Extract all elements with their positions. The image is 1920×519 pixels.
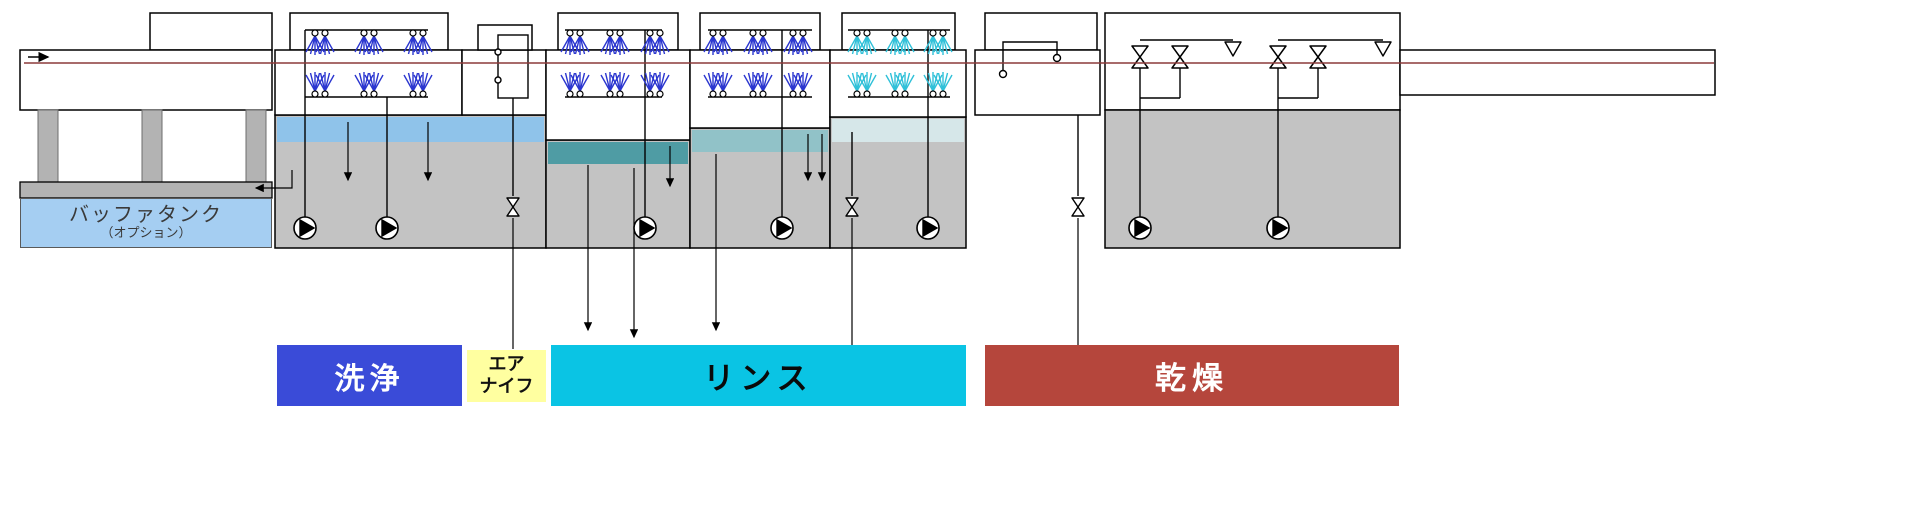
transfer-hood (984, 12, 1098, 51)
valve-icon (1071, 197, 1085, 217)
pump-icon (293, 216, 317, 240)
air-nozzle-icon (1052, 53, 1062, 63)
transfer-section (974, 12, 1101, 349)
air-nozzle-icon (998, 69, 1008, 79)
stand-leg (37, 109, 59, 183)
blower-icon (1266, 216, 1290, 240)
air-knife-section (461, 24, 547, 349)
exit-belt (1399, 49, 1716, 96)
rinse3-section (829, 12, 967, 349)
rinse2-water (692, 130, 828, 152)
zone-label-rinse-text: リンス (703, 361, 814, 396)
dry-section (1104, 12, 1401, 249)
air-nozzle-icon (494, 48, 502, 56)
pump-icon (633, 216, 657, 240)
zone-label-air-knife-line1: エア (488, 354, 525, 375)
buffer-tank-subtitle: （オプション） (100, 225, 192, 241)
dry-tank (1104, 109, 1401, 249)
rinse2-section (689, 12, 831, 332)
air-nozzle-icon (494, 76, 502, 84)
stand-plate (19, 181, 273, 199)
rinse3-chamber (829, 49, 967, 118)
dry-piping (1139, 39, 1383, 217)
zone-label-wash-text: 洗浄 (334, 362, 405, 396)
buffer-tank: バッファタンク （オプション） (20, 198, 272, 248)
zone-label-air-knife-line2: ナイフ (479, 376, 534, 396)
zone-label-air-knife: エア ナイフ (467, 350, 546, 402)
entrance-section (19, 12, 273, 199)
rinse3-water (832, 119, 964, 142)
pump-icon (916, 216, 940, 240)
stand-leg (245, 109, 267, 183)
wash-tank-water (277, 117, 544, 142)
zone-label-dry: 乾燥 (985, 345, 1399, 406)
blower-icon (1128, 216, 1152, 240)
pump-icon (770, 216, 794, 240)
entrance-belt (19, 49, 273, 111)
buffer-return-arrow (254, 170, 293, 193)
wash-section (254, 12, 547, 249)
transfer-piping (998, 41, 1079, 349)
buffer-tank-title: バッファタンク (69, 204, 223, 227)
stand-leg (141, 109, 163, 183)
pump-icon (375, 216, 399, 240)
transfer-chamber (974, 49, 1101, 116)
zone-label-wash: 洗浄 (277, 345, 462, 406)
zone-label-rinse: リンス (551, 345, 966, 406)
air-knife-chamber (461, 49, 547, 116)
rinse1-water (548, 142, 688, 164)
rinse2-chamber (689, 49, 831, 129)
dry-chamber (1104, 12, 1401, 111)
air-knife-hood (477, 24, 533, 51)
entrance-hood (149, 12, 273, 51)
rinse1-section (545, 12, 691, 339)
air-knife-piping (494, 34, 529, 349)
zone-label-dry-text: 乾燥 (1155, 361, 1229, 396)
stand-legs (37, 109, 267, 183)
